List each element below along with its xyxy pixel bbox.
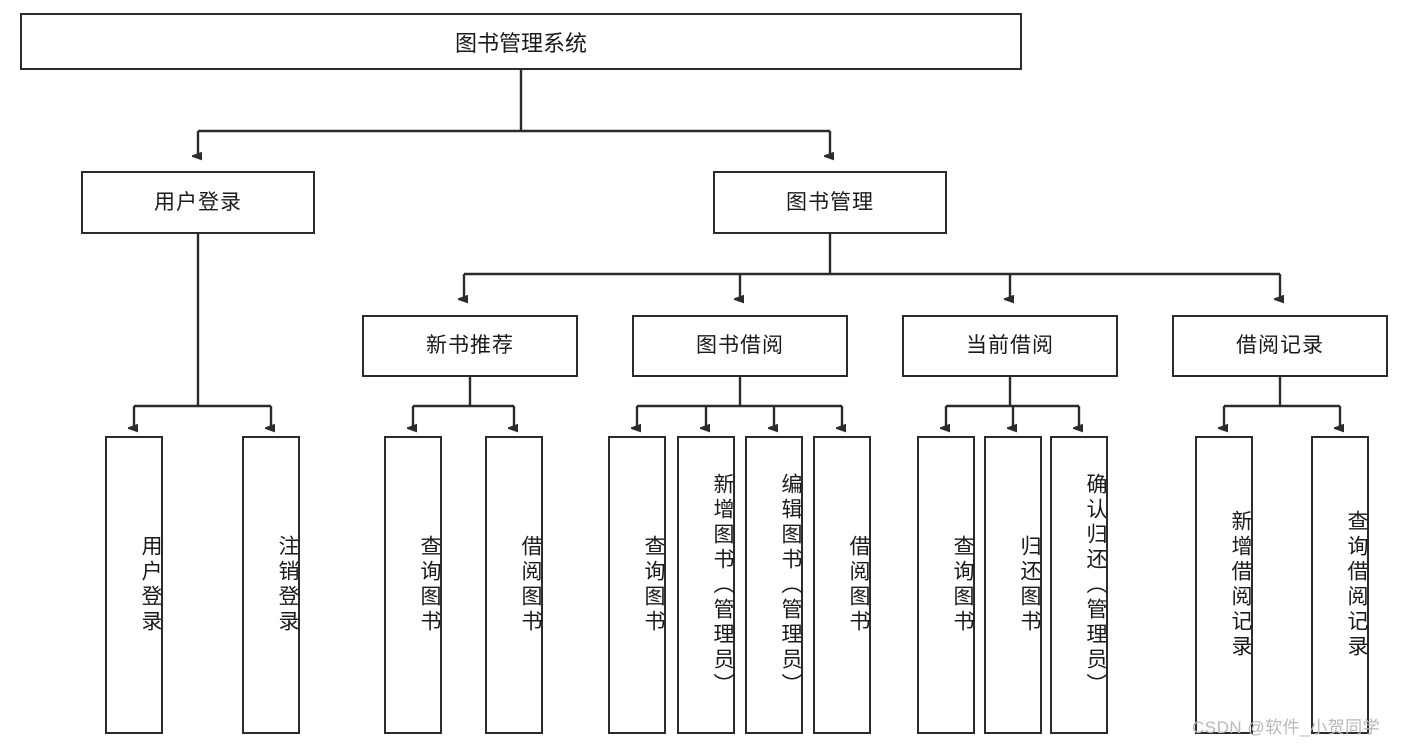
node-label: 借阅图书 [847, 535, 870, 635]
leaf-book-borrow-query[interactable]: 查询图书 [608, 436, 666, 734]
node-borrow-record[interactable]: 借阅记录 [1172, 315, 1388, 377]
leaf-user-login-login[interactable]: 用户登录 [105, 436, 163, 734]
node-label: 查询借阅记录 [1345, 510, 1368, 660]
leaf-user-login-logout[interactable]: 注销登录 [242, 436, 300, 734]
node-user-login[interactable]: 用户登录 [81, 171, 315, 234]
node-label: 编辑图书（管理员） [779, 472, 802, 698]
node-label: 查询图书 [642, 535, 665, 635]
node-new-book-recommend[interactable]: 新书推荐 [362, 315, 578, 377]
node-current-borrow[interactable]: 当前借阅 [902, 315, 1118, 377]
leaf-current-borrow-query[interactable]: 查询图书 [917, 436, 975, 734]
leaf-borrow-record-add[interactable]: 新增借阅记录 [1195, 436, 1253, 734]
node-label: 查询图书 [951, 535, 974, 635]
leaf-borrow-record-query[interactable]: 查询借阅记录 [1311, 436, 1369, 734]
leaf-book-borrow-add-admin[interactable]: 新增图书（管理员） [677, 436, 735, 734]
node-label: 新书推荐 [426, 334, 514, 358]
node-label: 图书借阅 [696, 334, 784, 358]
node-label: 归还图书 [1018, 535, 1041, 635]
node-label: 当前借阅 [966, 334, 1054, 358]
leaf-new-book-query[interactable]: 查询图书 [384, 436, 442, 734]
node-book-management[interactable]: 图书管理 [713, 171, 947, 234]
node-label: 借阅图书 [519, 535, 542, 635]
leaf-current-borrow-confirm-admin[interactable]: 确认归还（管理员） [1050, 436, 1108, 734]
node-label: 新增借阅记录 [1229, 510, 1252, 660]
leaf-book-borrow-edit-admin[interactable]: 编辑图书（管理员） [745, 436, 803, 734]
node-label: 图书管理系统 [454, 30, 587, 56]
node-label: 注销登录 [276, 535, 299, 635]
node-label: 用户登录 [139, 535, 162, 635]
node-label: 借阅记录 [1236, 334, 1324, 358]
node-label: 图书管理 [786, 190, 874, 214]
node-label: 确认归还（管理员） [1084, 472, 1107, 698]
node-label: 查询图书 [418, 535, 441, 635]
node-label: 用户登录 [154, 190, 242, 214]
leaf-current-borrow-return[interactable]: 归还图书 [984, 436, 1042, 734]
node-root-book-management-system[interactable]: 图书管理系统 [20, 13, 1022, 70]
csdn-watermark: CSDN @软件_小贺同学 [1192, 718, 1381, 737]
node-label: 新增图书（管理员） [711, 472, 734, 698]
node-book-borrow[interactable]: 图书借阅 [632, 315, 848, 377]
leaf-new-book-borrow[interactable]: 借阅图书 [485, 436, 543, 734]
leaf-book-borrow-borrow[interactable]: 借阅图书 [813, 436, 871, 734]
